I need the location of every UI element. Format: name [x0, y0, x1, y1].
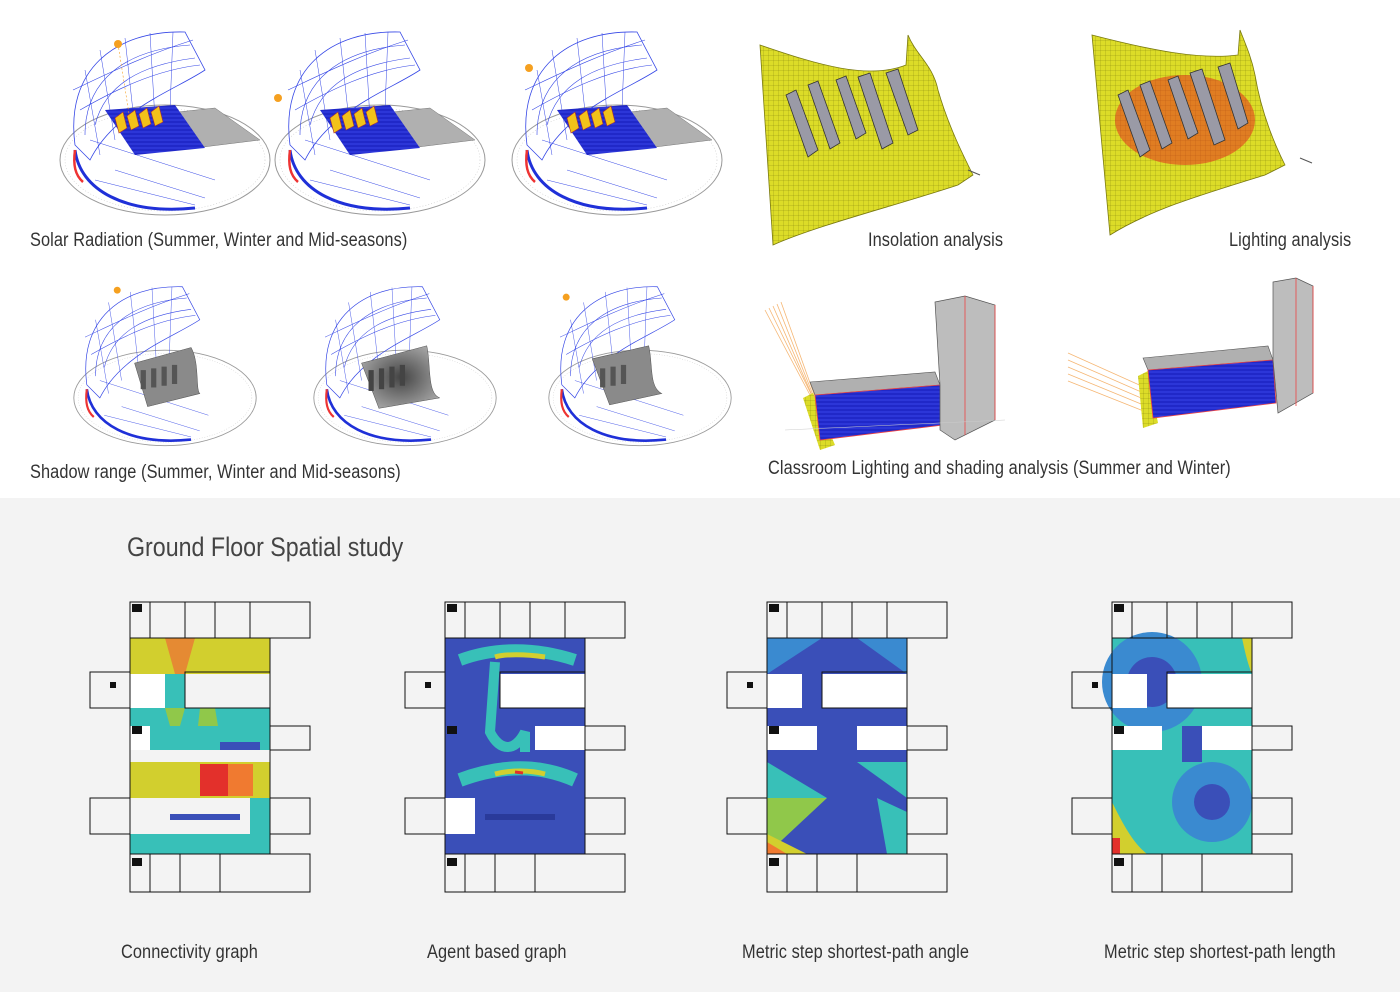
caption-solar-radiation: Solar Radiation (Summer, Winter and Mid-…	[30, 230, 408, 251]
caption-lighting: Lighting analysis	[1229, 230, 1352, 251]
plan-metric-step-angle	[726, 601, 948, 893]
caption-classroom: Classroom Lighting and shading analysis …	[768, 458, 1231, 479]
solar-radiation-midseason-diagram	[510, 30, 724, 217]
plan-label-connectivity: Connectivity graph	[121, 942, 258, 963]
shadow-range-midseason-diagram	[547, 285, 733, 447]
spatial-study-title: Ground Floor Spatial study	[127, 532, 404, 562]
solar-radiation-winter-diagram	[273, 30, 487, 217]
solar-radiation-summer-diagram	[58, 30, 272, 217]
caption-shadow-range: Shadow range (Summer, Winter and Mid-sea…	[30, 462, 401, 483]
lighting-analysis-diagram	[1091, 29, 1313, 236]
plan-label-agent-based: Agent based graph	[427, 942, 567, 963]
plan-label-metric-length: Metric step shortest-path length	[1104, 942, 1336, 963]
shadow-range-winter-diagram	[312, 285, 498, 447]
insolation-analysis-diagram	[759, 34, 981, 246]
caption-insolation: Insolation analysis	[868, 230, 1004, 251]
plan-metric-step-length	[1071, 601, 1293, 893]
classroom-summer-diagram	[764, 295, 1006, 450]
plan-connectivity-graph	[89, 601, 311, 893]
plan-agent-based-graph	[404, 601, 626, 893]
classroom-winter-diagram	[1067, 277, 1314, 428]
shadow-range-summer-diagram	[72, 285, 258, 447]
plan-label-metric-angle: Metric step shortest-path angle	[742, 942, 969, 963]
